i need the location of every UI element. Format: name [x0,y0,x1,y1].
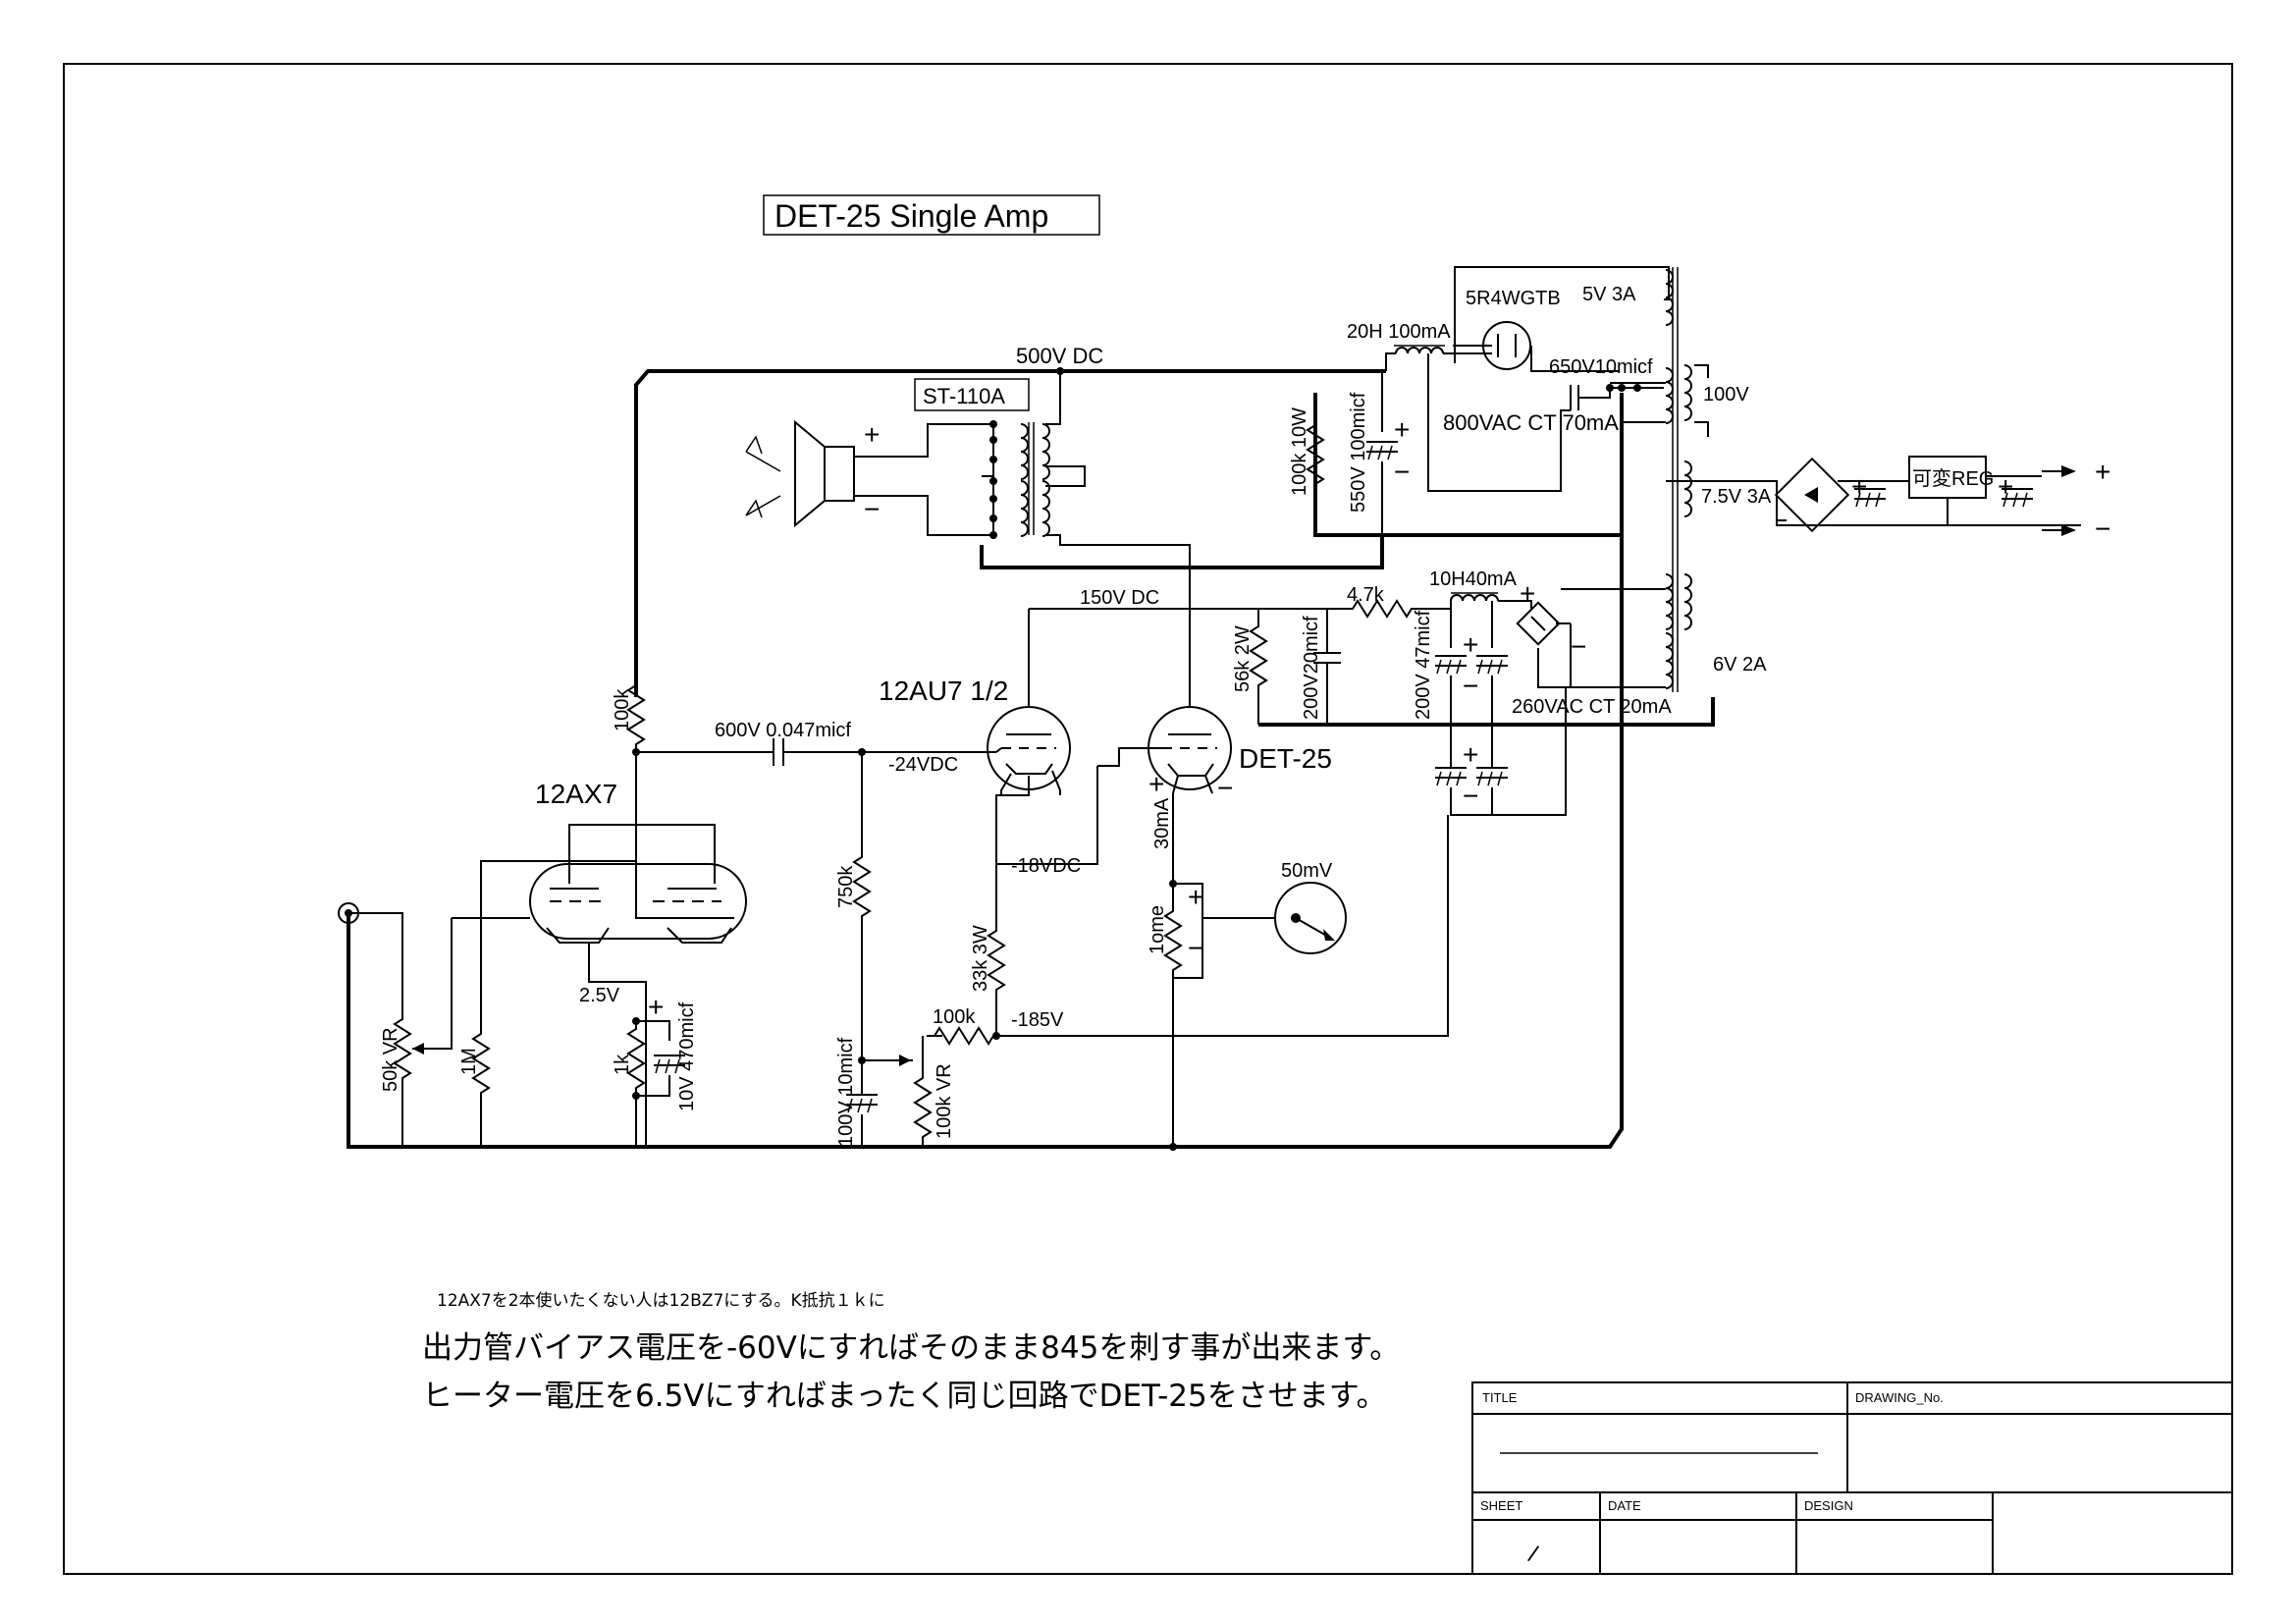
sense-resistor-label: 1ome [1147,905,1168,954]
bias-line-label: -185V [1011,1009,1064,1031]
bias-cap-minus: − [1463,671,1478,701]
title-block-title: TITLE [1482,1390,1518,1405]
bridge-minus: − [1571,631,1586,662]
rectifier-label: 5R4WGTB [1466,288,1561,309]
heater-winding-reg-label: 7.5V 3A [1701,486,1772,508]
note-line2: ヒーター電圧を6.5Vにすればまったく同じ回路でDET-25をさせます。 [422,1379,1387,1414]
note-small: 12AX7を2本使いたくない人は12BZ7にする。K抵抗１ｋに [437,1290,885,1311]
driver-dc-label: 150V DC [1080,587,1159,609]
heater-regulator [1666,456,2081,536]
diagram-title: DET-25 Single Amp [774,198,1048,234]
driver-cap-label: 200V20micf [1301,616,1322,720]
note-line1: 出力管バイアス電圧を-60Vにすればそのまま845を刺す事が出来ます。 [422,1330,1400,1366]
plate-resistor-label: 100k [612,688,633,731]
bias-choke-label: 10H40mA [1429,568,1518,590]
driver-dropper-label: 56k 2W [1232,625,1254,692]
hv-dc-label: 500V DC [1016,344,1103,368]
bias-secondary-label: 260VAC CT 20mA [1512,696,1672,718]
output-plus: + [2095,457,2110,487]
meter-range-label: 50mV [1281,860,1333,882]
title-block-date: DATE [1608,1498,1641,1513]
reg-in-plus: + [1851,471,1867,502]
choke-label: 20H 100mA [1347,321,1451,343]
title-block [1471,1381,2233,1575]
hv-filter-cap-label: 550V 100micf [1348,392,1369,513]
output-minus: − [2095,514,2110,544]
speaker [745,419,855,528]
title-block-design: DESIGN [1804,1498,1853,1513]
k-cap-plus: + [648,992,664,1022]
title-block-sheet: SHEET [1480,1498,1522,1513]
bias-pot-label: 100k VR [934,1063,955,1139]
plate-current-label: 30mA [1151,797,1173,849]
input-stage [338,676,996,1147]
input-tube-label: 12AX7 [535,779,617,809]
driver-stage [845,609,1449,1147]
bias-cap2-plus: + [1463,739,1478,770]
cathode-bias-label: -18VDC [1011,855,1081,877]
dropping-resistor-label: 4.7k [1347,584,1385,606]
hv-cap-plus: + [1394,414,1410,445]
speaker-minus: − [864,494,880,524]
drawing-border [63,63,2233,1575]
hv-supply [1307,266,1709,692]
hv-cap-minus: − [1394,457,1410,487]
regulator-label: 可変REG [1912,467,1994,490]
filament-minus: − [1217,773,1233,803]
reg-out-plus: + [1998,471,2013,502]
driver-bias-label: -24VDC [888,754,958,776]
title-block-drawing-no: DRAWING_No. [1855,1390,1944,1405]
coupling-cap-label: 600V 0.047micf [715,720,851,741]
bias-cap-label: 200V 47micf [1413,610,1434,720]
meter-minus: − [1188,933,1203,963]
hv-small-cap-label: 650V10micf [1549,356,1653,378]
output-transformer-label: ST-110A [923,384,1005,408]
ot-dots [989,367,1064,539]
bias-cap2-minus: − [1463,781,1478,811]
bold-bus-wires [347,369,1715,1149]
bleeder-label: 100k 10W [1289,407,1310,496]
bias-supply [1029,588,1666,816]
output-tube-label: DET-25 [1239,743,1332,774]
filament-plus: + [1148,769,1164,799]
bias-cap-plus: + [1463,629,1478,660]
grid-resistor-label: 750k [835,865,857,908]
filament-winding-label: 5V 3A [1582,284,1636,305]
input-pot-label: 50k VR [380,1027,401,1092]
diagram-title-box [763,194,1100,236]
grid-leak-label: 1M [458,1048,480,1075]
driver-tube-label: 12AU7 1/2 [879,676,1008,706]
heater-voltage-label: 2.5V [579,985,620,1006]
output-transformer [854,371,1191,677]
bias-pot-resistor-label: 100k [933,1006,976,1028]
speaker-plus: + [864,419,880,450]
mains-tap-label: 100V [1703,384,1749,406]
bypass-cap-label: 100V 10micf [835,1037,857,1147]
heater-6v-label: 6V 2A [1713,654,1767,676]
bridge-plus: + [1520,578,1535,609]
k-resistor-label: 1k [612,1054,633,1075]
meter-plus: + [1188,882,1203,912]
output-stage [1097,677,1347,1151]
k-cap-label: 10V 470micf [676,1001,698,1111]
hv-secondary-label: 800VAC CT 70mA [1443,410,1619,435]
cathode-resistor-label: 33k 3W [970,925,991,992]
